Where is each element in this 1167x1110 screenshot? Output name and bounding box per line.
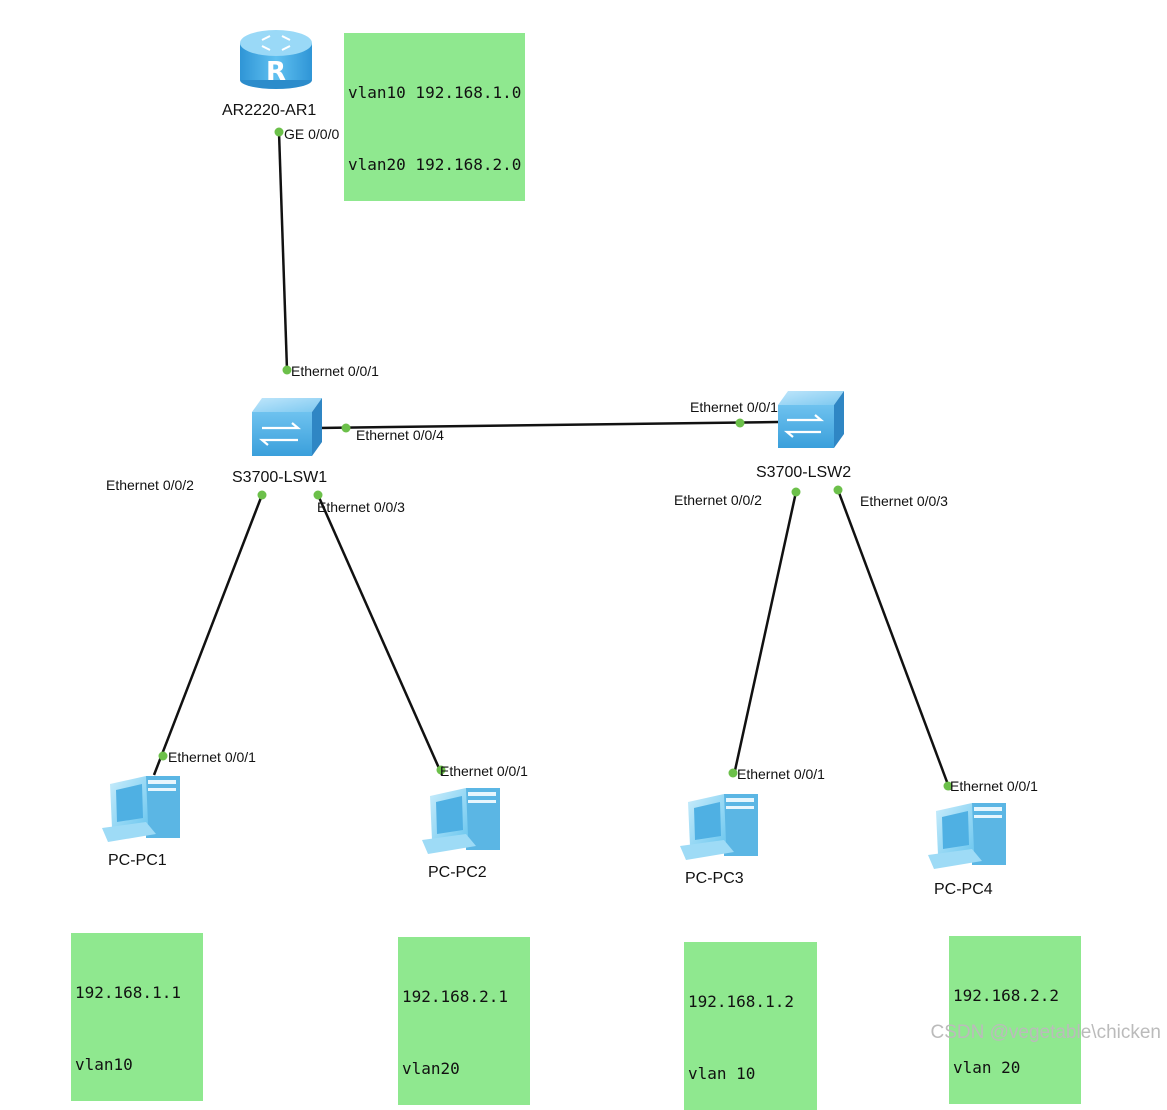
pc-icon[interactable] [102, 776, 180, 842]
link-lsw2-pc4 [836, 489, 952, 791]
note-line: vlan20 [402, 1059, 460, 1078]
note-line: vlan 10 [688, 1064, 756, 1083]
pc-icon[interactable] [422, 788, 500, 854]
port-label-pc4-e001: Ethernet 0/0/1 [950, 778, 1038, 794]
port-dot [274, 127, 284, 137]
port-label-pc3-e001: Ethernet 0/0/1 [737, 766, 825, 782]
svg-text:R: R [266, 57, 286, 87]
link-lsw1-lsw2 [317, 420, 779, 430]
device-label-pc3: PC-PC3 [685, 870, 744, 887]
note-line: 192.168.1.1 [75, 983, 181, 1002]
pc-icon[interactable] [680, 794, 758, 860]
switch-icon[interactable] [252, 398, 322, 456]
port-dot [728, 768, 738, 778]
note-line: 192.168.2.1 [402, 987, 508, 1006]
note-pc2: 192.168.2.1 vlan20 [398, 937, 530, 1105]
port-dot [436, 765, 446, 775]
device-label-lsw1: S3700-LSW1 [232, 469, 328, 486]
port-label-lsw1-e002: Ethernet 0/0/2 [106, 477, 194, 493]
port-label-router-ge000: GE 0/0/0 [284, 126, 340, 142]
link-lsw1-pc2 [316, 494, 444, 776]
device-label-lsw2: S3700-LSW2 [756, 464, 852, 481]
note-line: vlan10 192.168.1.0 [348, 83, 522, 102]
port-label-lsw1-e003: Ethernet 0/0/3 [317, 499, 405, 515]
network-topology-diagram: R [102, 30, 1006, 869]
note-line: 192.168.2.2 [953, 986, 1059, 1005]
port-label-pc1-e001: Ethernet 0/0/1 [168, 749, 256, 765]
port-dot [158, 751, 168, 761]
router-icon[interactable]: R [240, 30, 312, 89]
port-dot [791, 487, 801, 497]
device-label-pc2: PC-PC2 [428, 864, 487, 881]
note-line: vlan10 [75, 1055, 133, 1074]
link-router-lsw1 [277, 131, 289, 371]
port-dot [735, 418, 745, 428]
port-label-lsw1-e004: Ethernet 0/0/4 [356, 427, 444, 443]
watermark: CSDN @vegetable\chicken [930, 1022, 1161, 1043]
note-pc4: 192.168.2.2 vlan 20 [949, 936, 1081, 1104]
port-dot [313, 490, 323, 500]
port-dot [341, 423, 351, 433]
note-pc1: 192.168.1.1 vlan10 [71, 933, 203, 1101]
port-dots [158, 127, 953, 791]
device-label-pc4: PC-PC4 [934, 881, 993, 898]
switch-icon[interactable] [778, 391, 844, 448]
link-lsw1-pc1 [152, 494, 264, 776]
pc-icon[interactable] [928, 803, 1006, 869]
link-lsw2-pc3 [732, 491, 798, 776]
port-dot [833, 485, 843, 495]
port-label-lsw2-e003: Ethernet 0/0/3 [860, 493, 948, 509]
note-line: vlan 20 [953, 1058, 1021, 1077]
port-label-pc2-e001: Ethernet 0/0/1 [440, 763, 528, 779]
port-dot [943, 781, 953, 791]
device-label-router: AR2220-AR1 [222, 102, 317, 119]
port-label-lsw2-e001: Ethernet 0/0/1 [690, 399, 778, 415]
port-dot [257, 490, 267, 500]
note-line: vlan20 192.168.2.0 [348, 155, 522, 174]
note-router-vlans: vlan10 192.168.1.0 vlan20 192.168.2.0 [344, 33, 526, 201]
links [152, 131, 952, 791]
note-line: 192.168.1.2 [688, 992, 794, 1011]
note-pc3: 192.168.1.2 vlan 10 [684, 942, 817, 1110]
device-label-pc1: PC-PC1 [108, 852, 167, 869]
port-label-lsw1-e001: Ethernet 0/0/1 [291, 363, 379, 379]
port-dot [282, 365, 292, 375]
port-label-lsw2-e002: Ethernet 0/0/2 [674, 492, 762, 508]
